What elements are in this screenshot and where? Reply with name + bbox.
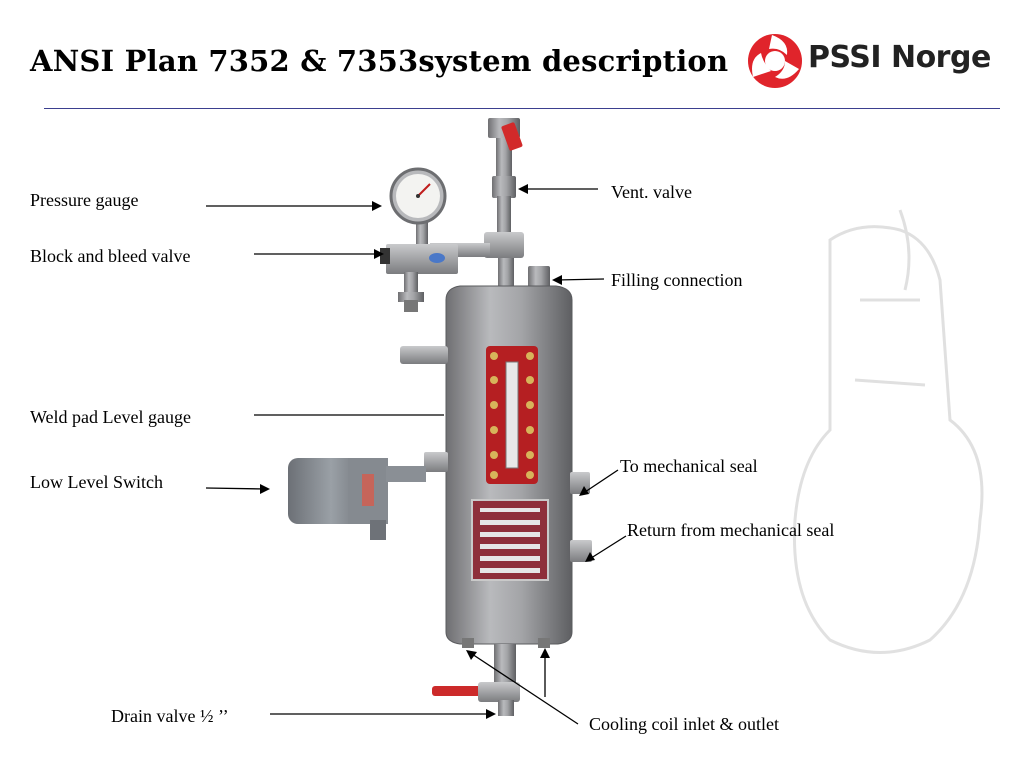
logo-text: PSSI Norge — [808, 40, 991, 75]
label-return-from-mechanical-seal: Return from mechanical seal — [627, 520, 835, 540]
header-divider — [44, 108, 1000, 109]
page-title: ANSI Plan 7352 & 7353system description — [30, 44, 729, 78]
label-pressure-gauge: Pressure gauge — [30, 190, 139, 210]
block-bleed-valve-icon — [380, 244, 458, 312]
label-to-mechanical-seal: To mechanical seal — [620, 456, 758, 476]
label-vent-valve: Vent. valve — [611, 182, 692, 202]
label-filling-connection: Filling connection — [611, 270, 743, 290]
arrowheads — [260, 184, 595, 719]
drain-valve-icon — [432, 682, 520, 716]
reservoir-vessel — [400, 285, 592, 684]
pressure-gauge-icon — [389, 167, 447, 225]
label-low-level-switch: Low Level Switch — [30, 472, 163, 492]
label-drain-valve: Drain valve ½ ’’ — [111, 706, 229, 726]
ghost-vessel-outline — [792, 209, 984, 654]
low-level-switch-icon — [288, 458, 426, 540]
label-block-bleed-valve: Block and bleed valve — [30, 246, 191, 266]
label-cooling-coil: Cooling coil inlet & outlet — [589, 714, 779, 734]
pssi-logo-icon — [742, 28, 992, 94]
label-weld-pad-level-gauge: Weld pad Level gauge — [30, 407, 191, 427]
leader-lines — [205, 188, 627, 725]
